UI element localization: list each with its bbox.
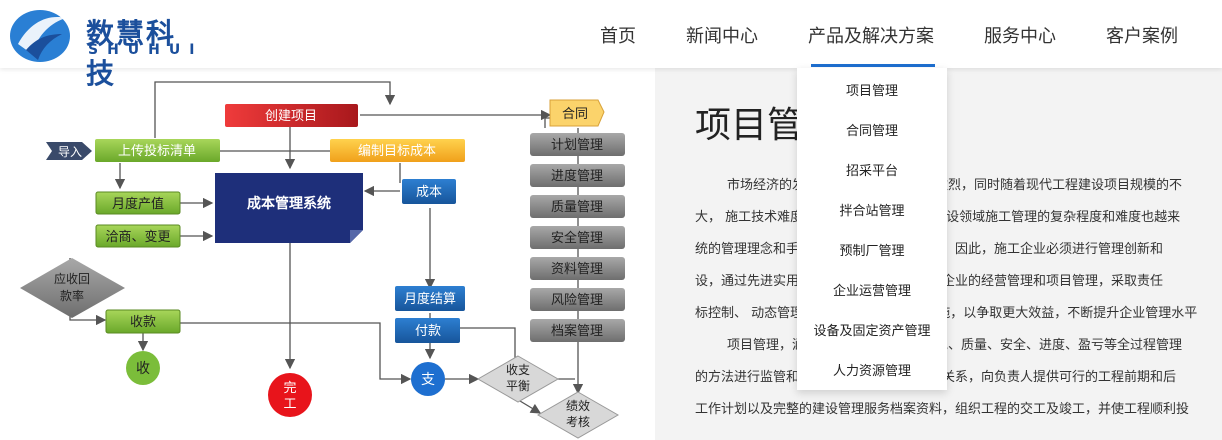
cost-box: 成本 [402,179,456,204]
monthly-settlement-box: 月度结算 [395,286,465,311]
import-label: 导入 [58,145,82,159]
mgmt-column: 计划管理 进度管理 质量管理 安全管理 资料管理 风险管理 档案管理 [530,133,625,342]
dropdown-item-mixing-station[interactable]: 拌合站管理 [839,204,905,219]
mgmt-risk-label: 风险管理 [551,293,603,308]
receivable-rate-line2: 款率 [60,288,84,303]
contract-box: 合同 [549,99,605,127]
flow-diagram-svg: 导入 上传投标清单 创建项目 编制目标成本 成本管理系统 成本 [20,81,625,439]
performance-line1: 绩效 [566,398,590,413]
finish-line1: 完 [283,381,296,396]
payment-box: 付款 [395,318,460,343]
pay-circle-label: 支 [421,372,435,388]
import-arrow: 导入 [46,142,92,160]
negotiation-box: 洽商、变更 [95,224,181,248]
dropdown-item-hr[interactable]: 人力资源管理 [832,364,911,379]
brand-logo[interactable]: 数慧科技 SHUHUI [8,4,194,90]
dropdown-item-project-mgmt[interactable]: 项目管理 [845,84,898,99]
performance-diamond: 绩效 考核 [536,391,620,439]
content-line-8: 工作计划以及完整的建设管理服务档案资料，组织工程的交工及竣工，并使工程顺利投 [695,402,1190,417]
logo-mark-icon [10,10,70,62]
finish-line2: 工 [283,397,296,412]
collection-label: 收款 [130,315,156,330]
finish-circle: 完 工 [268,373,312,417]
content-line-6: 项目管理，涵盖项目立项、成本、分包、质量、安全、进度、盈亏等全过程管理 [727,338,1183,353]
mgmt-quality-label: 质量管理 [551,200,603,215]
balance-line2: 平衡 [506,379,530,393]
mgmt-box-safety [530,226,625,249]
mgmt-box-docs [530,257,625,280]
dropdown-item-enterprise-ops[interactable]: 企业运营管理 [832,284,911,299]
monthly-settlement-label: 月度结算 [404,291,456,307]
receivable-rate-line1: 应收回 [54,271,90,286]
mgmt-safety-label: 安全管理 [551,230,603,246]
target-cost-box: 编制目标成本 [330,139,465,162]
content-line-1: 市场经济的发展使建筑业的竞争日趋激烈，同时随着现代工程建设项目规模的不 [727,178,1183,193]
nav-home[interactable]: 首页 [600,26,636,47]
upload-bid-label: 上传投标清单 [118,143,196,159]
upload-bid-box: 上传投标清单 [95,139,220,162]
target-cost-label: 编制目标成本 [358,144,436,159]
create-project-label: 创建项目 [265,109,317,124]
nav-active-indicator [811,64,935,67]
page-title-text: 项目管 [695,105,804,146]
cost-flow-diagram: 导入 上传投标清单 创建项目 编制目标成本 成本管理系统 成本 [0,68,655,440]
mgmt-box-plan [530,133,625,156]
mgmt-box-quality [530,195,625,218]
cost-system-label: 成本管理系统 [247,195,331,212]
nav-news[interactable]: 新闻中心 [686,26,758,47]
create-project-box: 创建项目 [225,104,358,127]
dropdown-item-procurement[interactable]: 招采平台 [845,164,898,179]
mgmt-box-archive [530,319,625,342]
monthly-output-box: 月度产值 [95,191,181,215]
cost-label: 成本 [416,185,442,200]
mgmt-plan-label: 计划管理 [551,138,603,153]
payment-label: 付款 [415,324,441,339]
mgmt-box-risk [530,288,625,311]
performance-line2: 考核 [566,415,590,429]
collection-box: 收款 [105,309,181,334]
brand-name-cn: 数慧科技 [86,17,177,90]
monthly-output-label: 月度产值 [112,196,164,212]
nav-service[interactable]: 服务中心 [984,26,1056,47]
dropdown-item-equipment-assets[interactable]: 设备及固定资产管理 [813,324,931,339]
nav-cases[interactable]: 客户案例 [1106,26,1178,47]
mgmt-archive-label: 档案管理 [551,324,603,339]
balance-diamond: 收支 平衡 [476,355,560,403]
mgmt-schedule-label: 进度管理 [551,168,603,184]
site-header: 数慧科技 SHUHUI 首页 新闻中心 产品及解决方案 服务中心 客户案例 [0,0,1222,90]
negotiation-label: 洽商、变更 [105,229,170,245]
dropdown-item-precast-plant[interactable]: 预制厂管理 [839,244,905,259]
contract-label: 合同 [562,107,588,122]
collect-circle: 收 [126,351,160,385]
brand-name-en: SHUHUI [88,42,204,58]
products-dropdown: 项目管理 合同管理 招采平台 拌合站管理 预制厂管理 企业运营管理 设备及固定资… [797,68,947,390]
cost-system-box: 成本管理系统 [215,173,363,243]
balance-line1: 收支 [506,363,530,377]
dropdown-item-contract-mgmt[interactable]: 合同管理 [845,124,898,139]
mgmt-box-schedule [530,164,625,187]
receivable-rate-diamond: 应收回 款率 [20,258,125,318]
collect-circle-label: 收 [136,361,150,377]
nav-products[interactable]: 产品及解决方案 [808,26,934,47]
pay-circle: 支 [411,362,445,396]
mgmt-docs-label: 资料管理 [551,262,603,277]
